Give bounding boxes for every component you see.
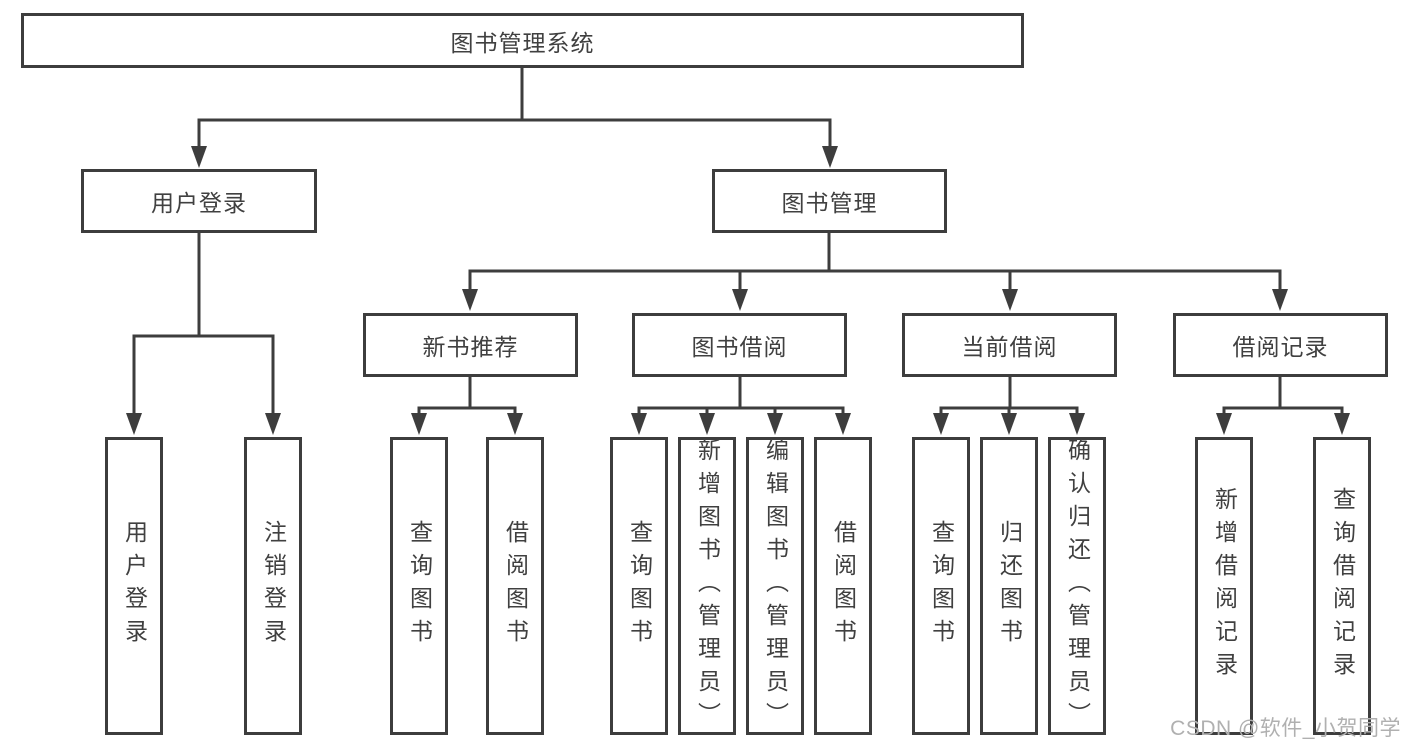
node-root: 图书管理系统 bbox=[21, 13, 1024, 68]
leaf-add-book-admin: 新增图书（管理员） bbox=[678, 437, 736, 735]
connector-bookmgmt-to-level3 bbox=[462, 231, 1288, 311]
leaf-edit-book-admin: 编辑图书（管理员） bbox=[746, 437, 804, 735]
leaf-borrow-books-borrow: 借阅图书 bbox=[814, 437, 872, 735]
leaf-return-book: 归还图书 bbox=[980, 437, 1038, 735]
leaf-confirm-return-admin: 确认归还（管理员） bbox=[1048, 437, 1106, 735]
node-label: 图书借阅 bbox=[691, 334, 788, 360]
node-label: 确认归还（管理员） bbox=[1064, 437, 1091, 735]
connector-userlogin-to-leaves bbox=[126, 231, 281, 435]
node-user-login: 用户登录 bbox=[81, 169, 317, 233]
node-label: 借阅图书 bbox=[502, 520, 529, 652]
connector-root-to-level2 bbox=[191, 66, 838, 168]
node-label: 图书管理系统 bbox=[450, 29, 595, 56]
leaf-borrow-books-recommend: 借阅图书 bbox=[486, 437, 544, 735]
node-label: 新增图书（管理员） bbox=[694, 437, 721, 735]
node-label: 编辑图书（管理员） bbox=[762, 437, 789, 735]
connector-borrow-to-leaves bbox=[631, 375, 851, 435]
leaf-query-books-current: 查询图书 bbox=[912, 437, 970, 735]
node-label: 当前借阅 bbox=[961, 334, 1058, 360]
node-label: 新书推荐 bbox=[422, 334, 519, 360]
leaf-query-books-borrow: 查询图书 bbox=[610, 437, 668, 735]
node-label: 注销登录 bbox=[260, 520, 287, 652]
leaf-user-login: 用户登录 bbox=[105, 437, 163, 735]
node-book-management: 图书管理 bbox=[712, 169, 947, 233]
leaf-add-borrow-record: 新增借阅记录 bbox=[1195, 437, 1253, 735]
node-label: 借阅图书 bbox=[830, 520, 857, 652]
node-label: 查询图书 bbox=[626, 520, 653, 652]
node-label: 归还图书 bbox=[996, 520, 1023, 652]
connector-records-to-leaves bbox=[1216, 375, 1350, 435]
leaf-logout: 注销登录 bbox=[244, 437, 302, 735]
node-label: 用户登录 bbox=[121, 520, 148, 652]
connector-current-to-leaves bbox=[933, 375, 1085, 435]
node-new-book-recommend: 新书推荐 bbox=[363, 313, 578, 377]
node-label: 查询图书 bbox=[928, 520, 955, 652]
node-current-borrow: 当前借阅 bbox=[902, 313, 1117, 377]
node-borrow-records: 借阅记录 bbox=[1173, 313, 1388, 377]
node-label: 查询图书 bbox=[406, 520, 433, 652]
node-label: 借阅记录 bbox=[1232, 334, 1329, 360]
node-label: 查询借阅记录 bbox=[1329, 487, 1356, 685]
leaf-query-borrow-record: 查询借阅记录 bbox=[1313, 437, 1371, 735]
node-label: 新增借阅记录 bbox=[1211, 487, 1238, 685]
node-label: 用户登录 bbox=[151, 190, 247, 216]
leaf-query-books-recommend: 查询图书 bbox=[390, 437, 448, 735]
csdn-watermark: CSDN @软件_小贺同学 bbox=[1170, 717, 1401, 740]
node-label: 图书管理 bbox=[781, 190, 878, 216]
connector-recommend-to-leaves bbox=[411, 375, 523, 435]
node-book-borrow: 图书借阅 bbox=[632, 313, 847, 377]
